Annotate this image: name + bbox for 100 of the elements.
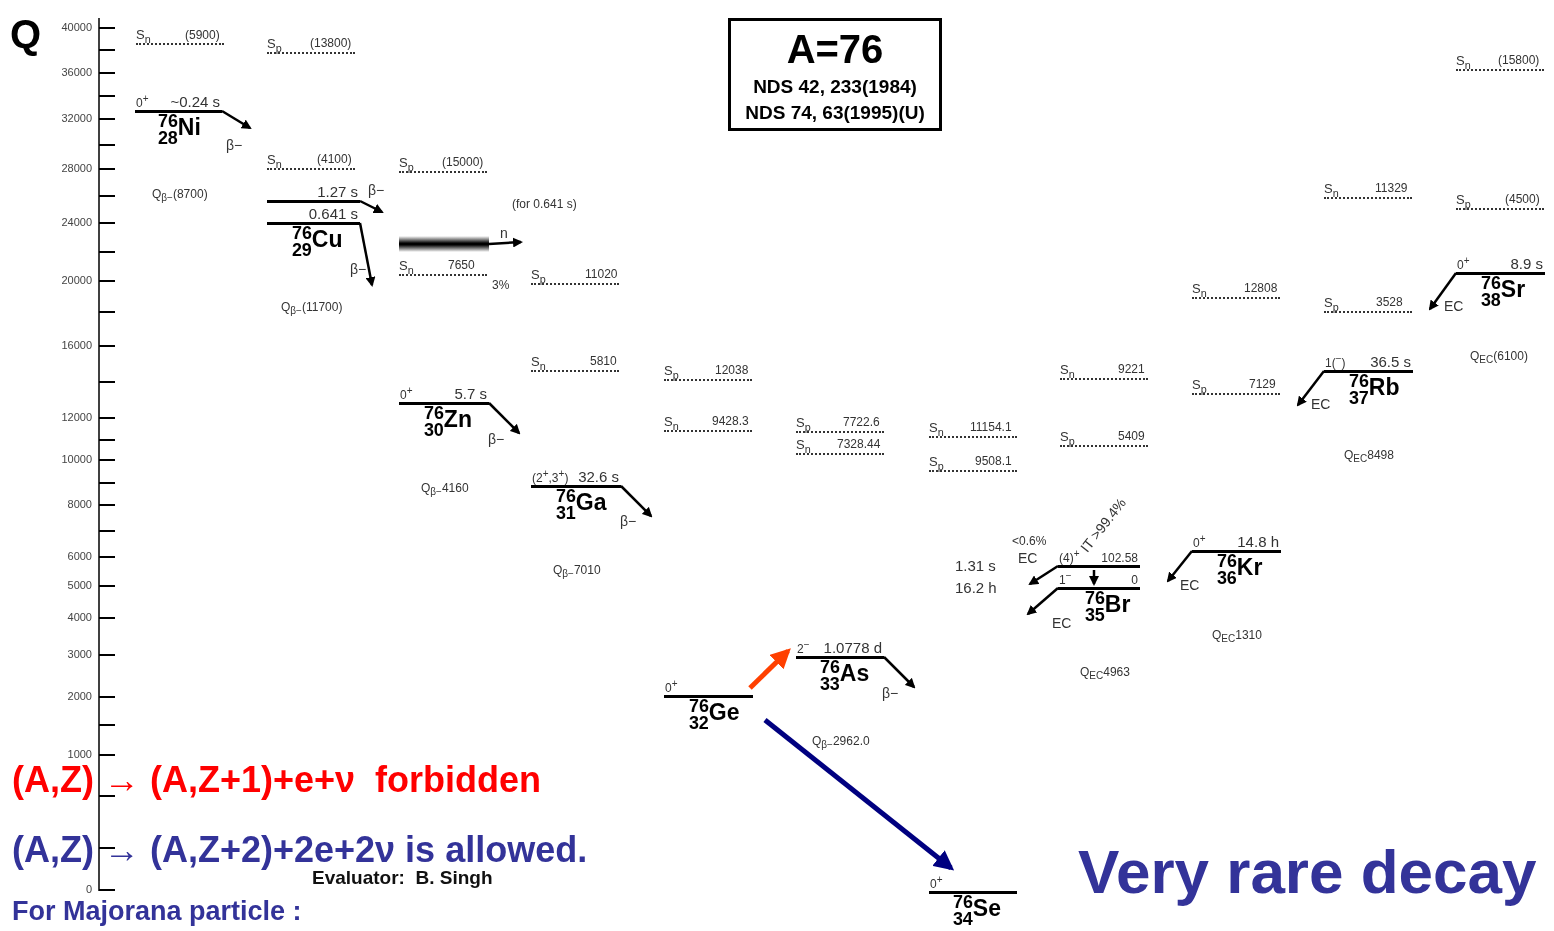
separation-energy-value: 3528 [1376, 296, 1403, 310]
separation-energy-label: S$_{p}$ [267, 37, 282, 52]
axis-tick-label: 28000 [60, 162, 92, 175]
axis-title: Q [10, 12, 42, 56]
edge-label: β− [882, 686, 899, 702]
half-life-label: 0.641 s [308, 205, 358, 222]
separation-energy-label: S$_{n}$ [1192, 282, 1207, 297]
decay-arrow [748, 648, 791, 690]
decay-arrow [488, 237, 523, 248]
separation-energy-value: <0.6% [1012, 535, 1047, 549]
axis-tick-label: 16000 [60, 339, 92, 352]
spin-parity-label: 2$^{−}$ [797, 642, 810, 656]
axis-tick-label: 3000 [66, 648, 92, 661]
half-life-label: 1.0778 d [823, 639, 882, 656]
separation-energy-value: 7650 [448, 259, 475, 273]
energy-level [929, 874, 1017, 928]
heading: Very rare decay [1078, 838, 1537, 907]
separation-energy-value: 7129 [1249, 378, 1276, 392]
decay-arrow [488, 402, 521, 435]
separation-energy-label: S$_{n}$ [1060, 363, 1075, 378]
axis-tick-label: 1000 [66, 748, 92, 761]
separation-energy-value: (for 0.641 s) [512, 198, 577, 212]
separation-energy-value: 9221 [1118, 363, 1145, 377]
spin-parity-label: 0$^{+}$ [1457, 258, 1470, 272]
separation-energy-value: (15000) [442, 156, 484, 170]
edge-label: EC [1180, 578, 1200, 594]
edge-label: β− [350, 262, 367, 278]
decay-arrow [1028, 564, 1059, 586]
separation-energy-label: S$_{p}$ [1060, 430, 1075, 445]
axis-tick-label: 5000 [66, 579, 92, 592]
separation-energy-label: S$_{n}$ [1324, 182, 1339, 197]
separation-energy-label: S$_{p}$ [796, 416, 811, 431]
spin-parity-label: 0$^{+}$ [136, 96, 149, 110]
note-text: For Majorana particle : [12, 897, 302, 927]
separation-energy-value: 12038 [715, 364, 749, 378]
separation-energy-value: (4500) [1505, 193, 1540, 207]
decay-arrow [359, 199, 384, 214]
decay-arrow [620, 485, 653, 518]
decay-arrow [221, 109, 252, 130]
axis-tick-label: 32000 [60, 112, 92, 125]
separation-energy-value: (5900) [185, 29, 220, 43]
axis-tick-label: 0 [84, 883, 92, 896]
edge-label: EC [1311, 397, 1331, 413]
axis-tick-label: 8000 [66, 498, 92, 511]
separation-energy-value: 11154.1 [970, 421, 1012, 435]
axis-tick-label: 20000 [60, 274, 92, 287]
half-life-label: 1.31 s [955, 558, 996, 575]
reference-text: NDS 42, 233(1984) [752, 76, 918, 98]
separation-energy-value: (15800) [1498, 54, 1540, 68]
energy-level [531, 468, 621, 522]
separation-energy-label: S$_{p}$ [1456, 193, 1471, 208]
separation-energy-label: S$_{n}$ [664, 415, 679, 430]
decay-arrow [763, 718, 955, 871]
q-value-label: Q$_{EC}$8498 [1344, 449, 1394, 463]
q-value-label: Q$_{β−}$(11700) [281, 301, 343, 315]
separation-energy-value: 7722.6 [843, 416, 880, 430]
axis-tick-label: 12000 [60, 411, 92, 424]
axis-tick-label: 36000 [60, 66, 92, 79]
half-life-label: 5.7 s [454, 385, 487, 402]
separation-energy-value: 5409 [1118, 430, 1145, 444]
q-value-label: Q$_{EC}$4963 [1080, 666, 1130, 680]
separation-energy-value: 9508.1 [975, 455, 1012, 469]
decay-arrow [1428, 272, 1457, 311]
axis-tick-label: 24000 [60, 216, 92, 229]
separation-energy-label: S$_{p}$ [1324, 296, 1339, 311]
separation-energy-label: S$_{p}$ [399, 156, 414, 171]
edge-label: β− [488, 432, 505, 448]
half-life-label: 36.5 s [1370, 353, 1411, 370]
half-life-label: 16.2 h [955, 580, 997, 597]
spin-parity-label: (4)$^{+}$ [1059, 551, 1080, 565]
q-value-label: Q$_{β−}$2962.0 [812, 735, 870, 749]
separation-energy-value: (13800) [310, 37, 352, 51]
decay-arrow [1296, 370, 1325, 407]
half-life-label: 8.9 s [1510, 255, 1543, 272]
decay-arrow [1089, 570, 1099, 586]
separation-energy-label: S$_{p}$ [1192, 378, 1207, 393]
separation-energy-value: 12808 [1244, 282, 1278, 296]
note-text: (A,Z) → (A,Z+1)+e+ν forbidden [12, 760, 542, 800]
energy-level [135, 93, 222, 147]
decay-arrow [883, 656, 916, 689]
edge-label: β− [620, 514, 637, 530]
spin-parity-label: 0$^{+}$ [665, 681, 678, 695]
energy-level [399, 385, 489, 439]
axis-tick-label: 10000 [60, 453, 92, 466]
separation-energy-value: 11329 [1375, 182, 1408, 196]
edge-label: β− [368, 183, 385, 199]
evaluator-credit: Evaluator: B. Singh [312, 868, 493, 889]
separation-energy-value: 11020 [585, 268, 618, 282]
energy-label: 0 [1131, 573, 1138, 587]
half-life-label: 32.6 s [578, 468, 619, 485]
separation-energy-value: 3% [492, 279, 510, 293]
edge-label: β− [226, 138, 243, 154]
half-life-label: ~0.24 s [170, 93, 220, 110]
separation-energy-label: S$_{n}$ [136, 28, 151, 43]
edge-label: EC [1052, 616, 1072, 632]
q-value-label: Q$_{EC}$1310 [1212, 629, 1262, 643]
decay-arrow [1026, 587, 1059, 616]
half-life-label: 1.27 s [317, 183, 358, 200]
separation-energy-label: S$_{n}$ [796, 438, 811, 453]
spin-parity-label: (2$^{+}$,3$^{+}$) [532, 471, 569, 485]
